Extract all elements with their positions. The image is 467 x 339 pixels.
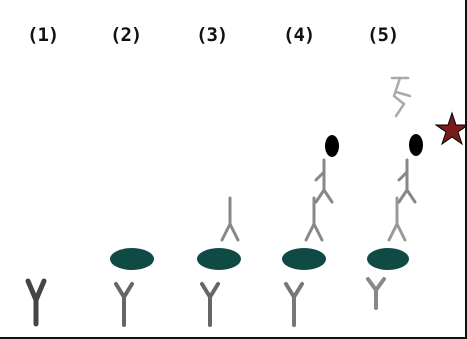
substrate-icon — [390, 76, 412, 118]
step-label-1: (1) — [27, 24, 59, 46]
labeled-antibody-icon — [314, 158, 334, 204]
step-label-5: (5) — [367, 24, 399, 46]
signal-star-icon — [434, 111, 467, 146]
capture-antibody-icon — [366, 277, 386, 310]
label-dot-icon — [325, 135, 339, 157]
detection-antibody-icon — [304, 196, 324, 242]
capture-antibody-icon — [25, 278, 47, 327]
antigen-icon — [282, 248, 326, 270]
label-dot-icon — [409, 134, 423, 156]
step-label-2: (2) — [110, 24, 142, 46]
step-label-4: (4) — [283, 24, 315, 46]
antigen-icon — [197, 248, 241, 270]
labeled-antibody-icon — [397, 158, 417, 204]
capture-antibody-icon — [200, 282, 220, 327]
step-label-3: (3) — [196, 24, 228, 46]
antigen-icon — [110, 248, 154, 270]
detection-antibody-icon — [387, 196, 407, 242]
antigen-icon — [367, 248, 409, 270]
detection-antibody-icon — [220, 196, 240, 242]
capture-antibody-icon — [114, 282, 134, 327]
capture-antibody-icon — [284, 282, 304, 327]
